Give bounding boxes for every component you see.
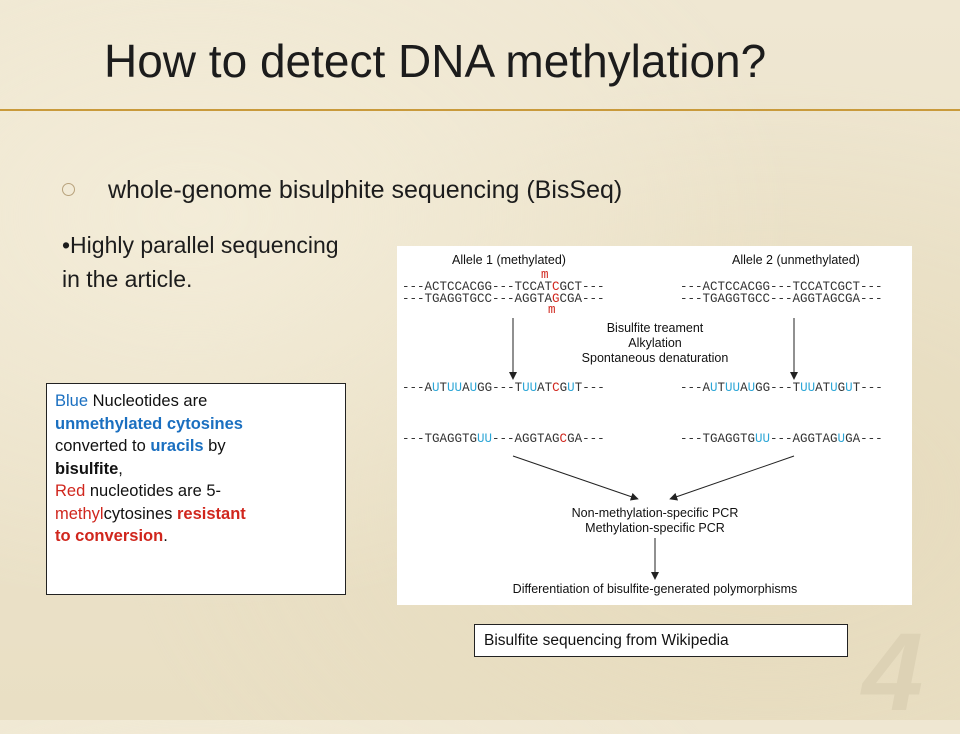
- pcr-nonspecific: Non-methylation-specific PCR: [572, 506, 739, 520]
- methyl-mark-top: m: [541, 268, 549, 282]
- legend-to-conversion: to conversion: [55, 527, 164, 545]
- allele1-bottom-strand: ---TGAGGTGCC---AGGTAGCGA---: [402, 292, 605, 306]
- title-divider: [0, 109, 960, 111]
- legend-unmethylated: unmethylated cytosines: [55, 414, 243, 433]
- legend-text: cytosines: [103, 504, 177, 523]
- allele1-top-strand: ---ACTCCACGG---TCCATCGCT---: [402, 280, 605, 294]
- step-denaturation: Spontaneous denaturation: [582, 351, 729, 365]
- bisulfite-allele2-top: ---AUTUUAUGG---TUUATUGUT---: [680, 381, 883, 395]
- legend-methyl: methyl: [55, 504, 104, 523]
- legend-bisulfite: bisulfite: [55, 459, 119, 478]
- allele1-label: Allele 1 (methylated): [452, 253, 566, 267]
- figure-caption: Bisulfite sequencing from Wikipedia: [474, 624, 848, 657]
- color-legend-box: Blue Nucleotides are unmethylated cytosi…: [46, 383, 346, 595]
- legend-resistant: resistant: [176, 504, 246, 523]
- bisulfite-allele2-bottom: ---TGAGGTGUU---AGGTAGUGA---: [680, 432, 883, 446]
- slide-number: 4: [862, 611, 924, 734]
- step-alkylation: Alkylation: [628, 336, 682, 350]
- note-text: •Highly parallel sequencing in the artic…: [62, 232, 339, 292]
- legend-text: ,: [118, 459, 123, 478]
- bisulfite-allele1-top: ---AUTUUAUGG---TUUATCGUT---: [402, 381, 605, 395]
- bisulfite-diagram: Allele 1 (methylated) Allele 2 (unmethyl…: [397, 246, 912, 605]
- allele2-bottom-strand: ---TGAGGTGCC---AGGTAGCGA---: [680, 292, 883, 306]
- legend-text: nucleotides are 5-: [85, 482, 222, 500]
- slide-title: How to detect DNA methylation?: [104, 35, 767, 87]
- allele2-label: Allele 2 (unmethylated): [732, 253, 860, 267]
- legend-text: .: [163, 527, 168, 545]
- bullet-ring-icon: [62, 183, 75, 196]
- bisulfite-allele1-bottom: ---TGAGGTGUU---AGGTAGCGA---: [402, 432, 605, 446]
- arrow-converge-left: [512, 455, 639, 501]
- methyl-mark-bottom: m: [548, 303, 556, 317]
- pcr-specific: Methylation-specific PCR: [585, 521, 725, 535]
- step-bisulfite: Bisulfite treament: [607, 321, 704, 335]
- legend-red-word: Red: [55, 482, 86, 500]
- legend-text: by: [203, 437, 226, 455]
- result-label: Differentiation of bisulfite-generated p…: [513, 582, 798, 596]
- legend-uracils: uracils: [150, 437, 204, 455]
- allele2-top-strand: ---ACTCCACGG---TCCATCGCT---: [680, 280, 883, 294]
- subtitle-bullet: whole-genome bisulphite sequencing (BisS…: [108, 176, 623, 204]
- arrow-converge-right: [669, 455, 795, 501]
- legend-text: Nucleotides are: [88, 392, 208, 410]
- legend-blue-word: Blue: [55, 392, 89, 410]
- legend-text: converted to: [55, 437, 151, 455]
